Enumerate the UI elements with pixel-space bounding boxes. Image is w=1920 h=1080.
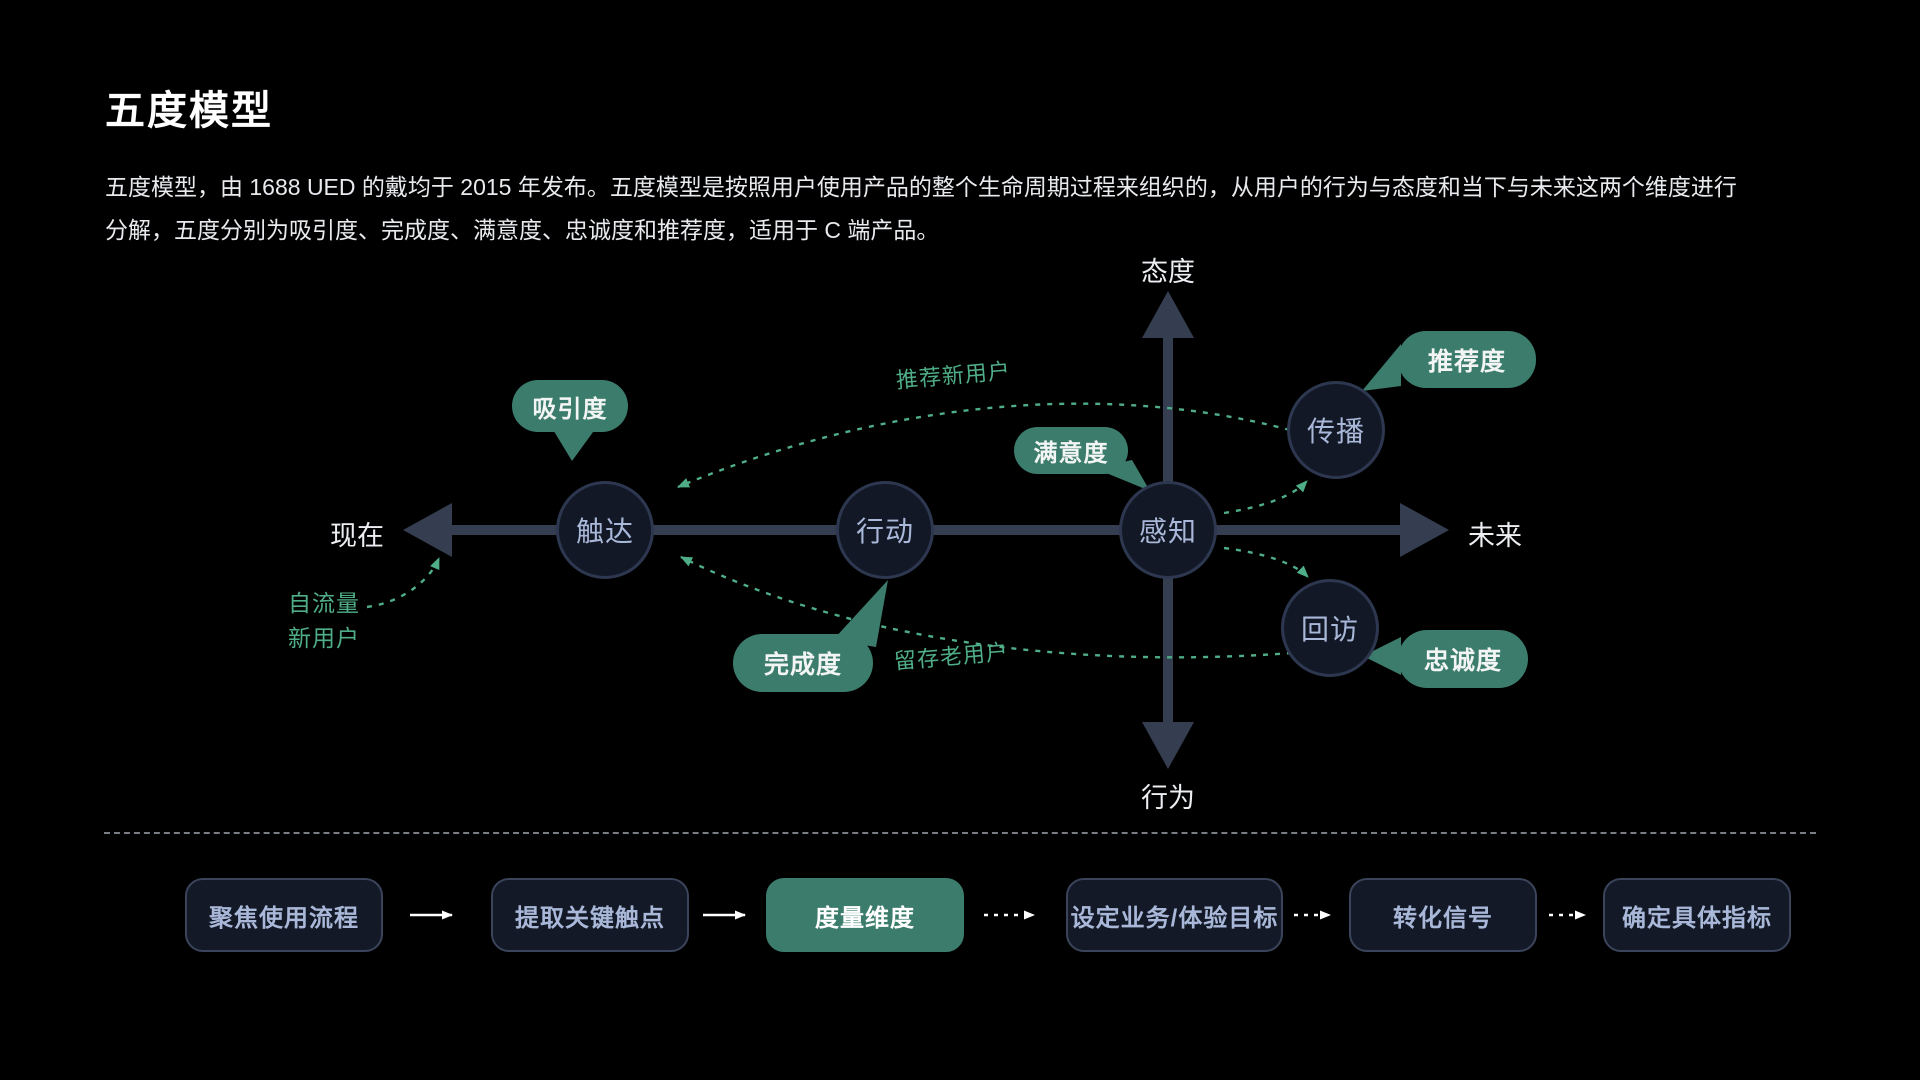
annotation-new-users: 新用户 — [288, 625, 360, 651]
curve-perceive-to-spread — [1223, 480, 1308, 515]
axis-label-behavior: 行为 — [1141, 783, 1195, 813]
badge-recommendation: 推荐度 — [1398, 331, 1536, 388]
curve-perceive-to-revisit — [1223, 546, 1309, 578]
axis-arrow-bottom — [1142, 722, 1194, 769]
flow-step-focus-usage-flow: 聚焦使用流程 — [185, 878, 383, 952]
axis-label-attitude: 态度 — [1141, 257, 1195, 287]
node-reach: 触达 — [556, 481, 654, 579]
axis-arrow-left — [403, 503, 452, 557]
axis-arrow-right — [1400, 503, 1449, 557]
node-revisit-label: 回访 — [1300, 614, 1359, 645]
flow-step-extract-key-touchpoints: 提取关键触点 — [491, 878, 689, 952]
badge-attractiveness: 吸引度 — [512, 380, 628, 432]
curve-retain-old-users — [680, 555, 1293, 659]
curve-organic-traffic — [366, 557, 441, 609]
node-spread-label: 传播 — [1306, 416, 1365, 447]
node-reach-label: 触达 — [575, 516, 634, 547]
badge-completion: 完成度 — [733, 634, 873, 692]
node-action: 行动 — [836, 481, 934, 579]
flow-step-conversion-signals: 转化信号 — [1349, 878, 1537, 952]
axis-arrow-top — [1142, 291, 1194, 338]
badge-tail-loyal — [1363, 637, 1401, 675]
page-title: 五度模型 — [105, 89, 273, 133]
description-line1: 五度模型，由 1688 UED 的戴均于 2015 年发布。五度模型是按照用户使… — [105, 174, 1737, 200]
axis-label-now: 现在 — [330, 521, 384, 551]
annotation-organic-traffic: 自流量 — [288, 590, 360, 616]
node-perceive: 感知 — [1119, 481, 1217, 579]
badge-tail-complete — [833, 580, 888, 647]
node-revisit: 回访 — [1281, 579, 1379, 677]
description: 五度模型，由 1688 UED 的戴均于 2015 年发布。五度模型是按照用户使… — [105, 166, 1737, 252]
flow-step-define-specific-metrics: 确定具体指标 — [1603, 878, 1791, 952]
badge-loyalty: 忠诚度 — [1398, 630, 1528, 688]
description-line2: 分解，五度分别为吸引度、完成度、满意度、忠诚度和推荐度，适用于 C 端产品。 — [105, 217, 940, 243]
curve-referral-new-users — [677, 402, 1291, 489]
dashed-divider — [104, 832, 1816, 834]
axis-label-future: 未来 — [1468, 521, 1522, 551]
node-perceive-label: 感知 — [1138, 516, 1197, 547]
badge-tail-attract — [552, 428, 596, 461]
badge-tail-recommend — [1362, 344, 1401, 391]
badge-satisfaction: 满意度 — [1014, 427, 1128, 474]
flow-step-measurement-dimensions: 度量维度 — [766, 878, 964, 952]
dashed-curves — [366, 402, 1309, 659]
flow-step-set-business-experience-goals: 设定业务/体验目标 — [1066, 878, 1283, 952]
node-spread: 传播 — [1287, 381, 1385, 479]
badge-tails — [552, 344, 1401, 675]
node-action-label: 行动 — [855, 516, 914, 547]
